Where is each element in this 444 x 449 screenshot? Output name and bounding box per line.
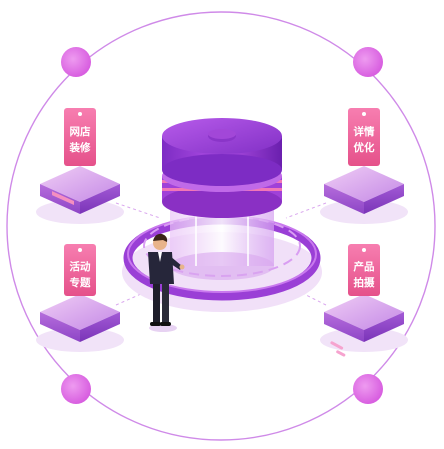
- ring-node-top-right: [353, 47, 383, 77]
- module-product-shoot: 产品 拍摄: [320, 244, 408, 352]
- tag-campaign-topic-line2: 专题: [70, 276, 91, 289]
- tag-product-shoot-line2: 拍摄: [354, 276, 375, 289]
- tag-campaign-topic-line1: 活动: [70, 260, 91, 273]
- businessman-icon: [148, 233, 185, 332]
- tag-detail-optimization-line2: 优化: [354, 141, 375, 154]
- ring-node-top-left: [61, 47, 91, 77]
- module-shop-decoration: 网店 装修: [36, 108, 124, 224]
- tag-product-shoot-line1: 产品: [354, 260, 375, 273]
- ring-node-bottom-right: [353, 374, 383, 404]
- tag-product-shoot[interactable]: [348, 244, 380, 296]
- outer-ring: [6, 11, 436, 441]
- tag-shop-decoration[interactable]: [64, 108, 96, 166]
- tag-campaign-topic[interactable]: [64, 244, 96, 296]
- tag-shop-decoration-line2: 装修: [69, 141, 91, 154]
- tag-shop-decoration-line1: 网店: [70, 125, 91, 138]
- module-campaign-topic: 活动 专题: [36, 244, 124, 352]
- ring-node-bottom-left: [61, 374, 91, 404]
- server-stack-icon: [122, 118, 322, 312]
- tag-detail-optimization[interactable]: [348, 108, 380, 166]
- module-detail-optimization: 详情 优化: [320, 108, 408, 224]
- pink-accents: [330, 341, 346, 357]
- tag-detail-optimization-line1: 详情: [354, 125, 375, 138]
